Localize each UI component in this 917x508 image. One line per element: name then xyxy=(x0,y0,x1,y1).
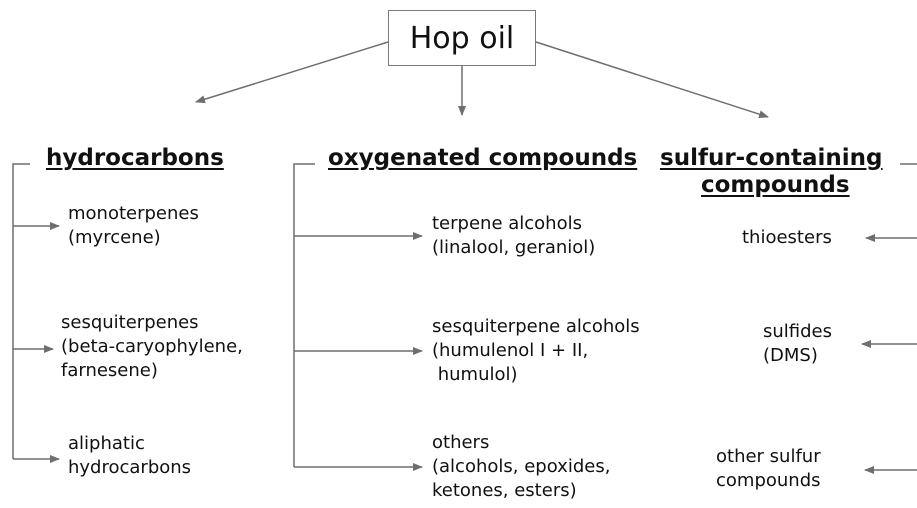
sulfur-item-thioesters: thioesters xyxy=(742,227,832,248)
oxygenated-item-terpene-alcohols: terpene alcohols (linalool, geraniol) xyxy=(432,213,596,258)
arrow-root-to-hydrocarbons xyxy=(195,41,389,104)
header-hydrocarbons: hydrocarbons xyxy=(46,145,224,171)
sulfur-item-other-sulfur: other sulfur compounds xyxy=(716,446,821,491)
bracket-hydrocarbons xyxy=(12,163,30,459)
root-label: Hop oil xyxy=(409,20,515,56)
bracket-oxygenated xyxy=(293,163,315,467)
hydrocarbons-item-monoterpenes: monoterpenes (myrcene) xyxy=(68,203,199,248)
header-sulfur-line2: compounds xyxy=(701,172,850,198)
hydrocarbons-item-sesquiterpenes: sesquiterpenes (beta-caryophylene, farne… xyxy=(61,312,243,381)
hydrocarbons-item-aliphatic: aliphatic hydrocarbons xyxy=(68,433,192,478)
arrow-root-to-sulfur xyxy=(535,41,769,119)
header-oxygenated-compounds: oxygenated compounds xyxy=(328,145,638,171)
oxygenated-item-others: others (alcohols, epoxides, ketones, est… xyxy=(432,432,611,501)
root-node: Hop oil xyxy=(388,10,536,66)
sulfur-item-sulfides: sulfides (DMS) xyxy=(763,321,833,366)
header-sulfur-line1: sulfur-containing xyxy=(660,145,883,171)
oxygenated-item-sesquiterpene-alcohols: sesquiterpene alcohols (humulenol I + II… xyxy=(432,316,640,385)
